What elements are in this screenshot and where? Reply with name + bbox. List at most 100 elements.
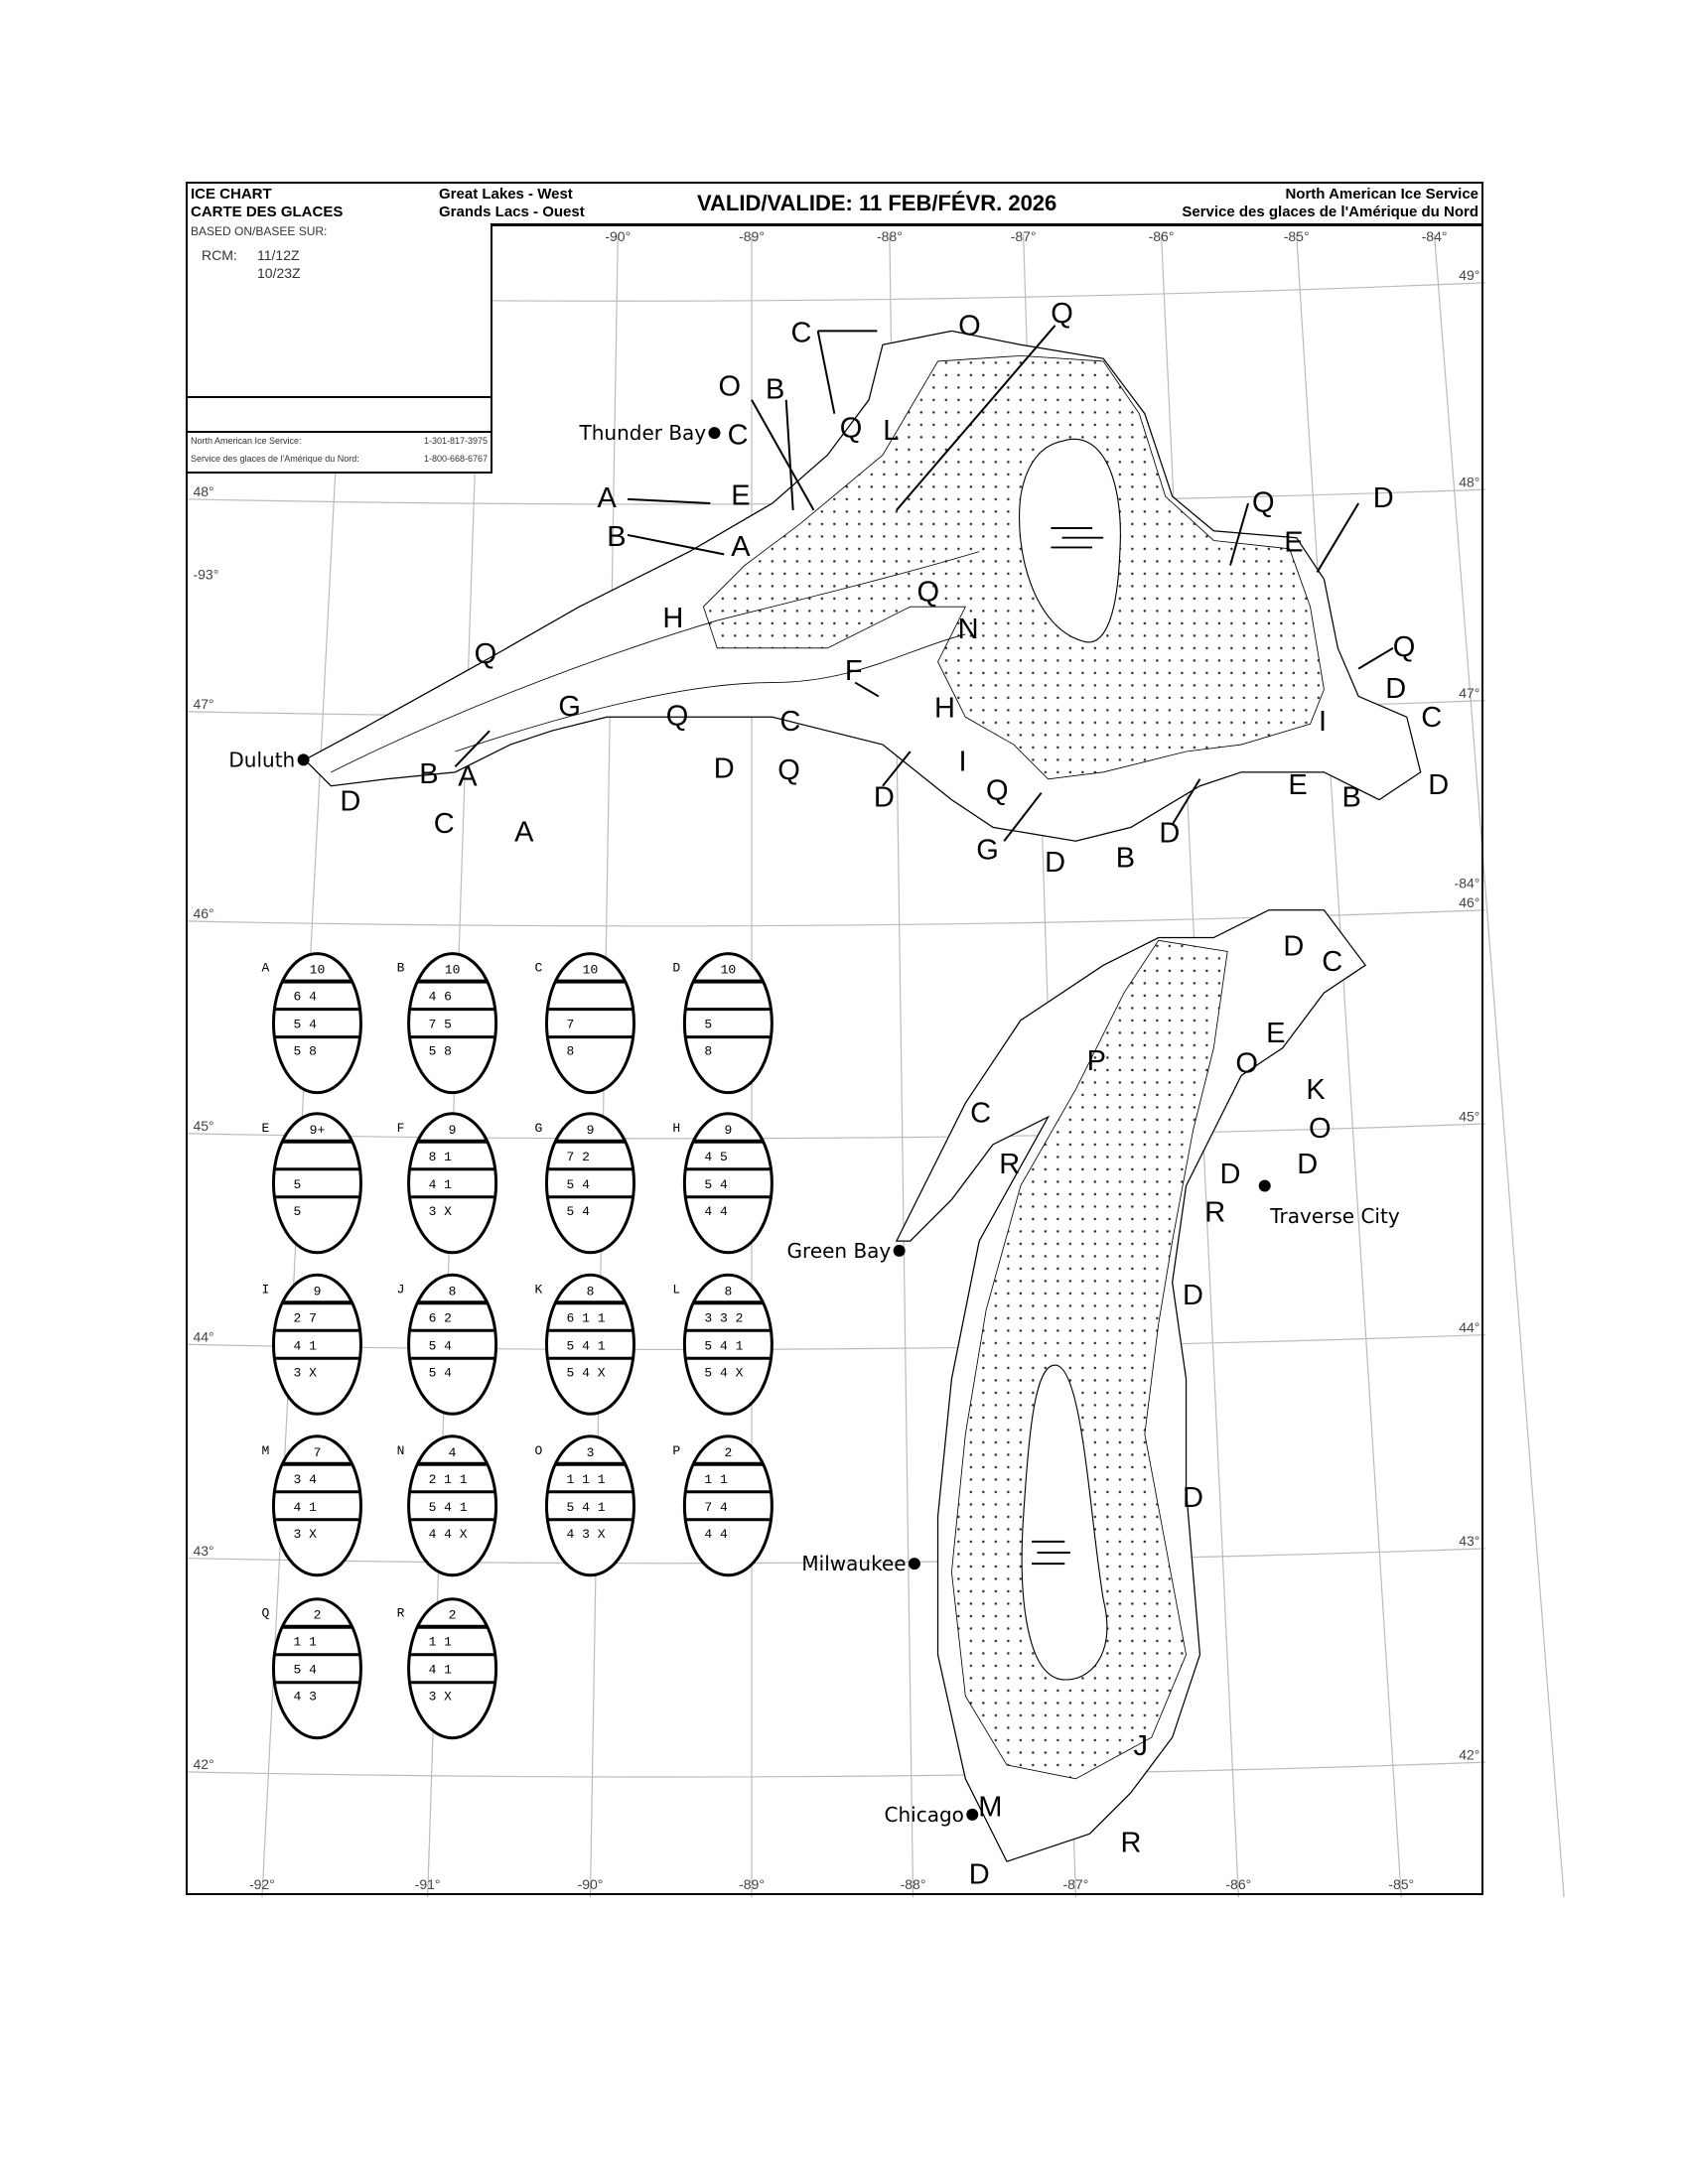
label-leader-line: [896, 325, 1056, 511]
lon-tick-label: -91°: [415, 1876, 441, 1892]
egg-total-concentration: 4: [449, 1445, 457, 1460]
egg-total-concentration: 10: [310, 963, 326, 978]
egg-stages-of-development: 4 1: [429, 1663, 453, 1678]
egg-total-concentration: 10: [445, 963, 461, 978]
egg-partial-concentrations: 6 2: [429, 1310, 452, 1325]
egg-outline: [682, 1273, 774, 1416]
city-dot: [966, 1808, 979, 1821]
egg-form-of-ice: 5 8: [429, 1044, 452, 1059]
city-dot: [297, 753, 310, 766]
egg-outline: [271, 1112, 362, 1255]
egg-id: F: [397, 1121, 405, 1136]
ice-zone-label: Q: [1051, 298, 1073, 330]
egg-id: C: [534, 961, 542, 976]
lat-tick-label: 47°: [1459, 685, 1479, 701]
egg-outline: [544, 1273, 635, 1416]
egg-outline: [271, 1434, 362, 1577]
egg-id: D: [672, 961, 680, 976]
egg-partial-concentrations: 1 1 1: [566, 1472, 605, 1487]
egg-total-concentration: 2: [314, 1608, 322, 1623]
egg-stages-of-development: 5 4: [704, 1177, 728, 1192]
lat-tick-label: 46°: [193, 905, 213, 921]
egg-total-concentration: 9: [587, 1123, 595, 1138]
egg-stages-of-development: 5: [704, 1018, 712, 1032]
egg-stages-of-development: 7 5: [429, 1018, 452, 1032]
ice-zone-label: D: [340, 786, 360, 818]
city-dot: [908, 1558, 920, 1570]
egg-outline: [407, 1434, 498, 1577]
city-label: Thunder Bay: [579, 421, 707, 445]
ice-zone-label: Q: [1393, 631, 1416, 663]
lon-tick-label: -92°: [249, 1876, 275, 1892]
ice-zone-label: D: [1183, 1280, 1203, 1311]
ice-zone-label: G: [558, 691, 581, 723]
ice-zone-label: E: [1266, 1018, 1285, 1049]
egg-form-of-ice: 5 8: [293, 1044, 316, 1059]
ice-zone-label: Q: [840, 412, 863, 444]
lon-tick-label: -84°: [1422, 228, 1448, 244]
egg-id: Q: [261, 1606, 269, 1621]
city-dot: [1258, 1179, 1271, 1192]
michigan-ice-dotted-zone: [950, 939, 1228, 1780]
divider: [188, 431, 491, 433]
lon-tick-label: -89°: [739, 1876, 765, 1892]
label-leader-line: [882, 751, 912, 787]
lon-tick-label: -88°: [877, 228, 903, 244]
egg-id: R: [397, 1606, 405, 1621]
chart-frame: ICE CHART CARTE DES GLACES Great Lakes -…: [186, 182, 1483, 1895]
egg-total-concentration: 9+: [310, 1123, 326, 1138]
ice-zone-label: K: [1306, 1074, 1326, 1106]
latitude-line: [186, 1761, 1485, 1778]
agency-fr: Service des glaces de l'Amérique du Nord: [1182, 204, 1478, 220]
ice-zone-label: D: [1385, 673, 1406, 705]
ice-zone-label: O: [718, 371, 741, 403]
label-leader-line: [627, 497, 711, 504]
ice-zone-label: C: [779, 706, 800, 738]
egg-stages-of-development: 5 4 1: [566, 1338, 605, 1353]
new-ice-symbol-superior: [1051, 527, 1104, 549]
egg-id: M: [261, 1443, 269, 1458]
longitude-line: [1433, 234, 1565, 1898]
egg-partial-concentrations: 8 1: [429, 1150, 453, 1164]
egg-total-concentration: 9: [724, 1123, 732, 1138]
egg-outline: [682, 1112, 774, 1255]
egg-form-of-ice: 3 X: [293, 1527, 317, 1542]
lat-tick-label: 43°: [193, 1543, 213, 1559]
egg-stages-of-development: 7: [566, 1018, 574, 1032]
city-label: Duluth: [228, 748, 295, 771]
agency-en: North American Ice Service: [1285, 186, 1478, 203]
egg-id: L: [672, 1282, 680, 1297]
ice-zone-label: Q: [777, 754, 800, 786]
egg-stages-of-development: 4 1: [429, 1177, 453, 1192]
label-leader-line: [1316, 502, 1360, 573]
ice-zone-label: D: [1045, 847, 1065, 879]
egg-stages-of-development: 4 1: [293, 1338, 317, 1353]
city-label: Chicago: [885, 1803, 964, 1827]
new-ice-symbol-michigan: [1031, 1540, 1070, 1566]
based-on-label: BASED ON/BASEE SUR:: [191, 224, 328, 238]
egg-total-concentration: 3: [587, 1445, 595, 1460]
ice-zone-label: D: [969, 1858, 990, 1890]
egg-total-concentration: 10: [583, 963, 599, 978]
egg-total-concentration: 9: [314, 1284, 322, 1298]
ice-zone-label: D: [874, 782, 895, 814]
label-leader-line: [1357, 646, 1394, 670]
ice-zone-label: D: [1183, 1482, 1203, 1514]
lat-tick-label: 42°: [1459, 1746, 1479, 1762]
phone-fr: 1-800-668-6767: [423, 454, 488, 464]
lon-tick-label: -87°: [1062, 1876, 1088, 1892]
ice-zone-label: R: [1121, 1827, 1142, 1858]
egg-id: K: [534, 1282, 542, 1297]
label-leader-line: [854, 681, 880, 698]
ice-zone-label: A: [731, 531, 751, 563]
city-dot: [708, 427, 721, 440]
egg-total-concentration: 8: [587, 1284, 595, 1298]
label-leader-line: [454, 730, 491, 767]
